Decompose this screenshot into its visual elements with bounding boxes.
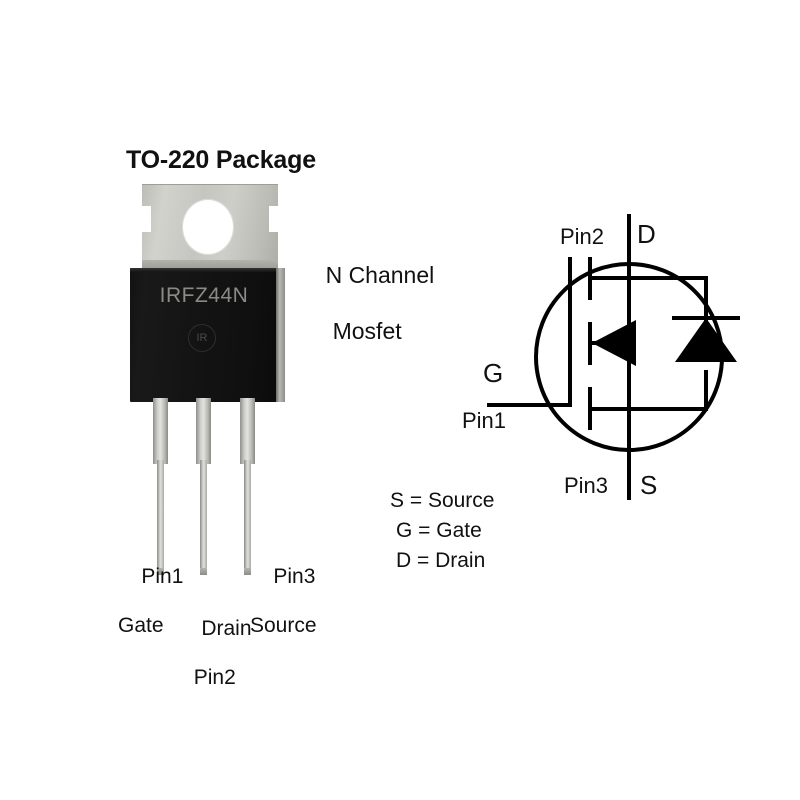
callout-pin3-number: Pin3 [273,564,316,588]
mounting-hole [182,199,234,255]
lead-pin-tip [244,568,251,575]
symbol-source-letter-label: S [640,470,658,500]
callout-pin1: Pin1 Gate [118,540,183,689]
legend-row-source: S = Source [390,489,495,512]
lead-pin-tip [200,568,207,575]
lead-shoulder [240,398,255,464]
symbol-drain-letter-label: D [637,219,656,249]
symbol-gate-letter-label: G [483,358,504,388]
callout-pin2: Drain Pin2 [178,592,252,741]
callout-pin2-number: Pin2 [193,666,236,690]
callout-pin3: Pin3 Source [250,540,317,689]
to220-package-illustration: IRFZ44N IR [130,184,290,584]
symbol-drain-pin-label: Pin2 [560,224,605,249]
lead-shoulder [196,398,211,464]
callout-pin1-function: Gate [118,614,164,638]
lead-pin-shaft [244,460,251,570]
tab-notch-right [269,206,278,232]
lead-pin-shaft [157,460,164,570]
lead-shoulder [153,398,168,464]
body-right-edge-highlight [276,268,285,402]
callout-pin3-function: Source [250,614,317,638]
device-type-line2: Mosfet [332,318,402,345]
legend-row-gate: G = Gate [396,518,482,542]
terminal-legend: S = Source G = Gate D = Drain [390,486,494,575]
symbol-source-pin-label: Pin3 [564,473,609,498]
legend-row-drain: D = Drain [396,548,486,572]
channel-arrow-icon [592,320,636,366]
mosfet-schematic-symbol [487,214,740,500]
tab-notch-left [142,206,151,232]
symbol-gate-pin-label: Pin1 [462,408,507,433]
tab-body-step [142,260,278,270]
device-type-label: N Channel Mosfet [300,235,435,400]
callout-pin2-function: Drain [201,616,252,640]
lead-pin-tip [157,568,164,575]
lead-pin-shaft [200,460,207,570]
device-type-line1: N Channel [325,262,435,289]
body-diode-arrow-icon [675,318,737,362]
part-number-marking: IRFZ44N [159,284,249,307]
body-top-highlight [130,268,278,272]
callout-pin1-number: Pin1 [141,564,184,588]
manufacturer-logo-icon: IR [188,324,216,352]
package-title: TO-220 Package [126,146,316,174]
